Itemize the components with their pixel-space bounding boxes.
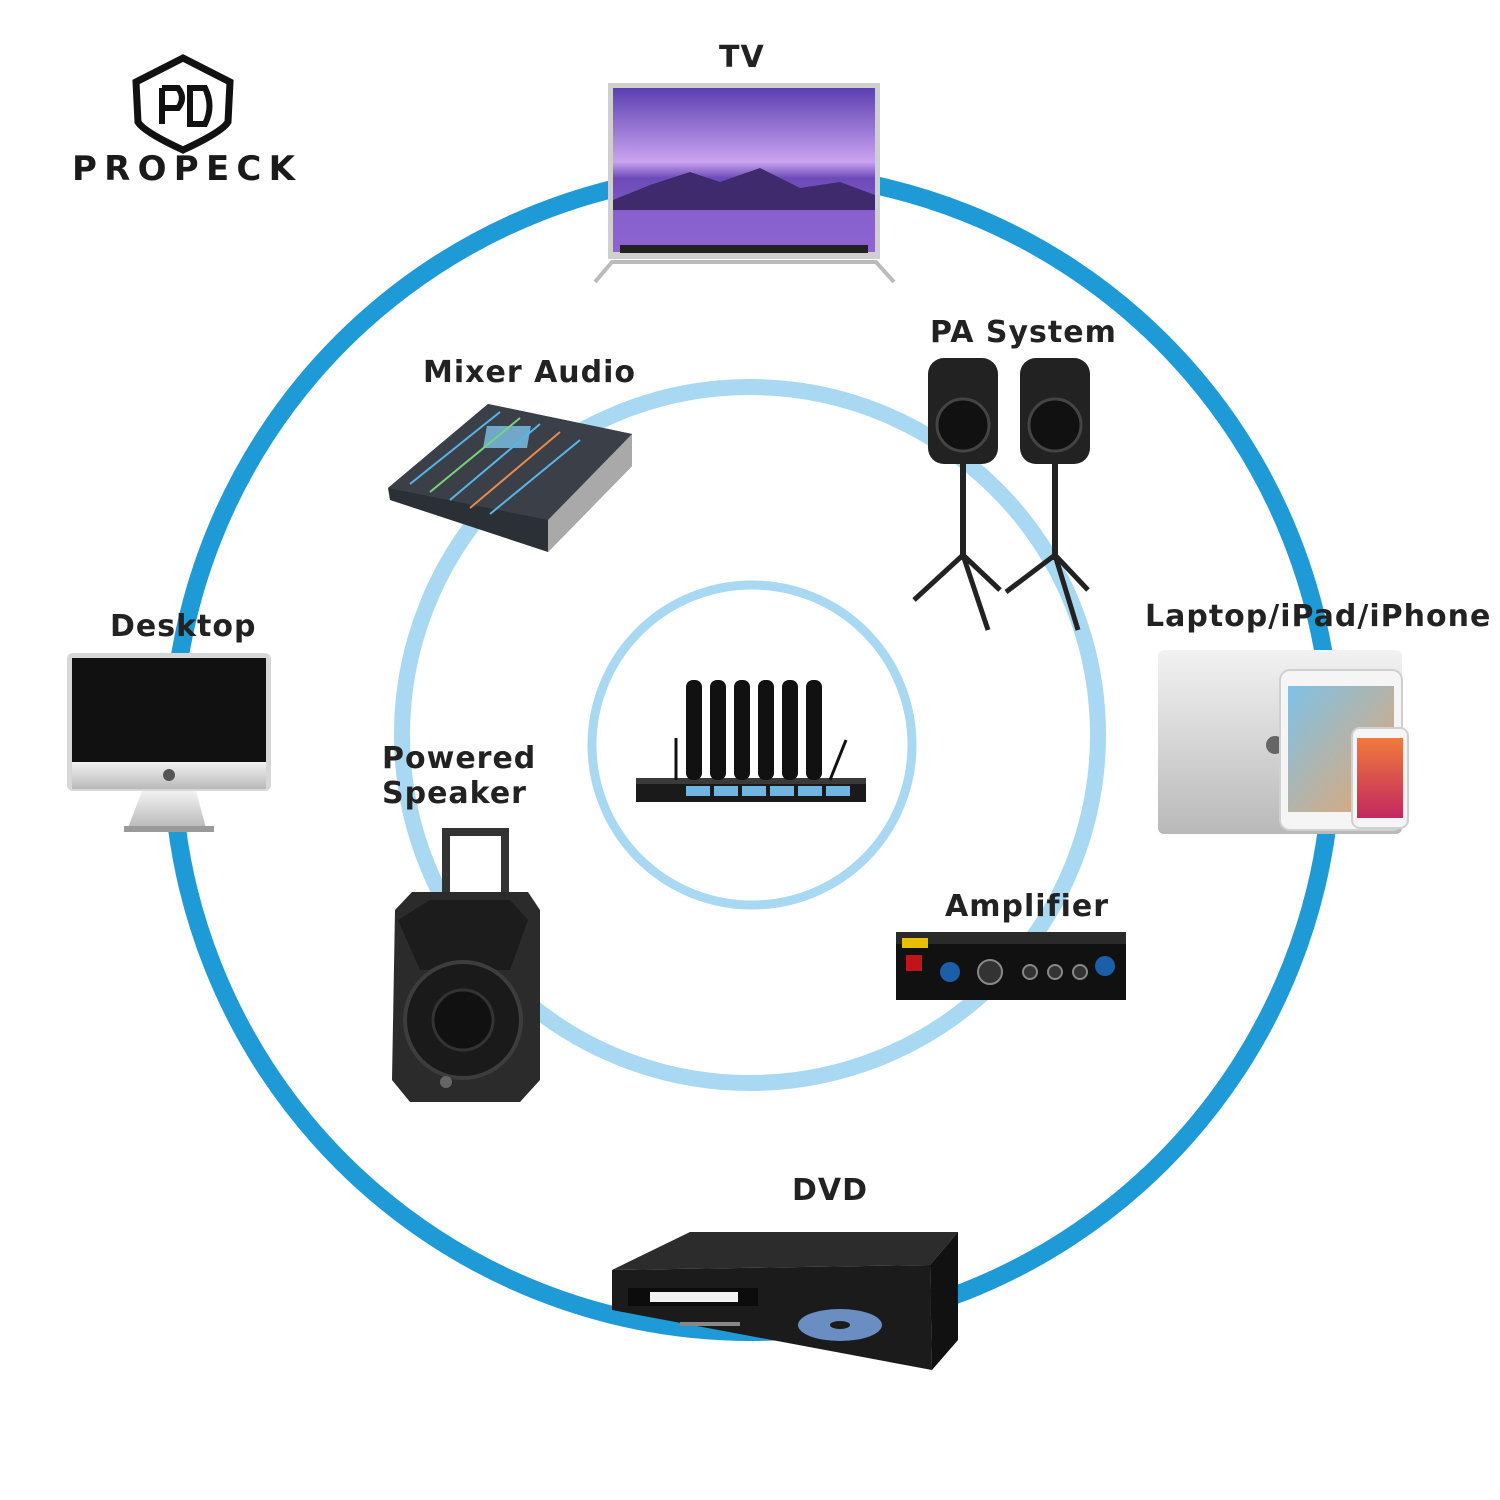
amplifier-device: Amplifier — [896, 889, 1126, 1000]
middle-ring — [394, 379, 1106, 1091]
pa-speakers-icon — [912, 358, 1090, 631]
amplifier-label: Amplifier — [945, 889, 1109, 924]
dvd-vcr-icon — [612, 1232, 958, 1370]
brand-name: PROРECK — [72, 149, 297, 189]
mixer-audio-device: Mixer Audio — [388, 355, 636, 552]
pa-system-device: PA System — [912, 315, 1117, 631]
powered-speaker-label-line2: Speaker — [382, 776, 527, 811]
laptop-label: Laptop/iPad/iPhone — [1145, 599, 1491, 634]
shield-logo-icon — [132, 54, 234, 154]
tv-label: TV — [719, 40, 765, 75]
wireless-microphone-system-icon — [636, 680, 866, 802]
desktop-monitor-icon — [67, 653, 271, 832]
powered-speaker-icon — [392, 828, 540, 1102]
tv-icon — [593, 83, 896, 284]
tv-device: TV — [593, 40, 896, 284]
laptop-tablet-phone-icon — [1158, 650, 1409, 834]
powered-speaker-label-line1: Powered — [382, 741, 536, 776]
inner-ring — [587, 580, 917, 910]
dvd-label: DVD — [792, 1173, 868, 1208]
desktop-label: Desktop — [110, 609, 256, 644]
amplifier-icon — [896, 932, 1126, 1000]
desktop-device: Desktop — [67, 609, 271, 832]
brand-logo: PROРECK — [72, 54, 297, 189]
mixer-audio-label: Mixer Audio — [423, 355, 636, 390]
dvd-device: DVD — [612, 1173, 958, 1370]
mixer-icon — [388, 404, 632, 552]
center-device — [636, 680, 866, 802]
laptop-device: Laptop/iPad/iPhone — [1145, 599, 1491, 834]
powered-speaker-device: Powered Speaker — [382, 741, 540, 1102]
pa-system-label: PA System — [930, 315, 1117, 350]
